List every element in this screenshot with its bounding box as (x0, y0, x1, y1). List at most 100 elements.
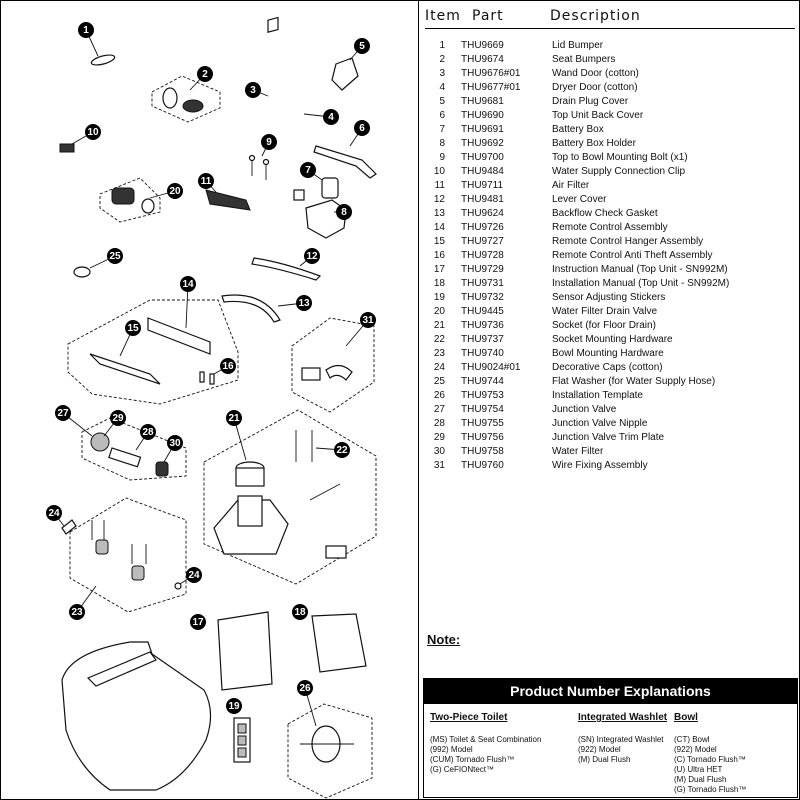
part-description: Instruction Manual (Top Unit - SN992M) (552, 264, 728, 275)
header-item: Item (425, 8, 461, 24)
item-number: 30 (433, 446, 445, 457)
callout-number: 1 (83, 25, 89, 36)
callout-27: 27 (55, 405, 71, 421)
item-number: 20 (433, 306, 445, 317)
callout-number: 5 (359, 41, 365, 52)
part-description: Bowl Mounting Hardware (552, 348, 664, 359)
callout-9: 9 (261, 134, 277, 150)
item-number: 22 (433, 334, 445, 345)
callout-number: 16 (222, 361, 234, 372)
item-number: 28 (433, 418, 445, 429)
part-number: THU9481 (461, 194, 504, 205)
part-description: Water Filter Drain Valve (552, 306, 658, 317)
callout-number: 6 (359, 123, 365, 134)
part-number: THU9726 (461, 222, 504, 233)
callout-12: 12 (304, 248, 320, 264)
part-number: THU9669 (461, 40, 504, 51)
part-description: Backflow Check Gasket (552, 208, 658, 219)
part-description: Remote Control Hanger Assembly (552, 236, 704, 247)
table-row: 29 THU9756 Junction Valve Trim Plate (425, 431, 795, 445)
table-header: Item Part Description (425, 6, 795, 29)
part-number: THU9756 (461, 432, 504, 443)
callout-number: 14 (182, 279, 194, 290)
callout-28: 28 (140, 424, 156, 440)
part-number: THU9700 (461, 152, 504, 163)
explanation-column-bowl: Bowl (CT) Bowl(922) Model(C) Tornado Flu… (674, 712, 794, 795)
part-number: THU9728 (461, 250, 504, 261)
part-description: Dryer Door (cotton) (552, 82, 638, 93)
callout-24: 24 (46, 505, 62, 521)
header-part: Part (472, 8, 504, 24)
explanation-line: (M) Dual Flush (674, 775, 727, 784)
callout-number: 19 (228, 701, 240, 712)
callout-2: 2 (197, 66, 213, 82)
part-number: THU9731 (461, 278, 504, 289)
part-number: THU9691 (461, 124, 504, 135)
part-number: THU9729 (461, 264, 504, 275)
item-number: 19 (433, 292, 445, 303)
explanation-line: (G) Tornado Flush™ (674, 785, 747, 794)
callout-5: 5 (354, 38, 370, 54)
item-number: 14 (433, 222, 445, 233)
callout-1: 1 (78, 22, 94, 38)
part-description: Remote Control Anti Theft Assembly (552, 250, 713, 261)
callout-number: 8 (341, 207, 347, 218)
part-description: Junction Valve Trim Plate (552, 432, 665, 443)
part-description: Air Filter (552, 180, 590, 191)
part-number: THU9736 (461, 320, 504, 331)
part-number: THU9484 (461, 166, 504, 177)
callout-23: 23 (69, 604, 85, 620)
part-description: Seat Bumpers (552, 54, 616, 65)
callout-number: 23 (71, 607, 83, 618)
callout-number: 26 (299, 683, 311, 694)
item-number: 29 (433, 432, 445, 443)
item-number: 18 (433, 278, 445, 289)
callout-26: 26 (297, 680, 313, 696)
callout-number: 18 (294, 607, 306, 618)
item-number: 3 (439, 68, 445, 79)
part-number: THU9753 (461, 390, 504, 401)
part-number: THU9754 (461, 404, 504, 415)
callout-13: 13 (296, 295, 312, 311)
callout-20: 20 (167, 183, 183, 199)
part-description: Drain Plug Cover (552, 96, 629, 107)
explanation-column-two-piece: Two-Piece Toilet (MS) Toilet & Seat Comb… (430, 712, 580, 775)
explanations-title: Product Number Explanations (424, 679, 797, 704)
callout-16: 16 (220, 358, 236, 374)
callout-number: 28 (142, 427, 154, 438)
part-description: Wand Door (cotton) (552, 68, 639, 79)
column-lines: (MS) Toilet & Seat Combination(992) Mode… (430, 735, 580, 775)
item-number: 27 (433, 404, 445, 415)
callout-14: 14 (180, 276, 196, 292)
explanation-line: (992) Model (430, 745, 473, 754)
header-description: Description (550, 8, 641, 24)
callout-number: 31 (362, 315, 374, 326)
callout-22: 22 (334, 442, 350, 458)
part-description: Water Supply Connection Clip (552, 166, 686, 177)
item-number: 11 (434, 180, 445, 191)
part-number: THU9024#01 (461, 362, 521, 373)
part-description: Installation Manual (Top Unit - SN992M) (552, 278, 730, 289)
callout-number: 11 (201, 176, 212, 187)
item-number: 16 (433, 250, 445, 261)
callout-number: 4 (328, 112, 334, 123)
item-number: 6 (439, 110, 445, 121)
callout-8: 8 (336, 204, 352, 220)
part-description: Battery Box Holder (552, 138, 636, 149)
explanation-line: (M) Dual Flush (578, 755, 631, 764)
